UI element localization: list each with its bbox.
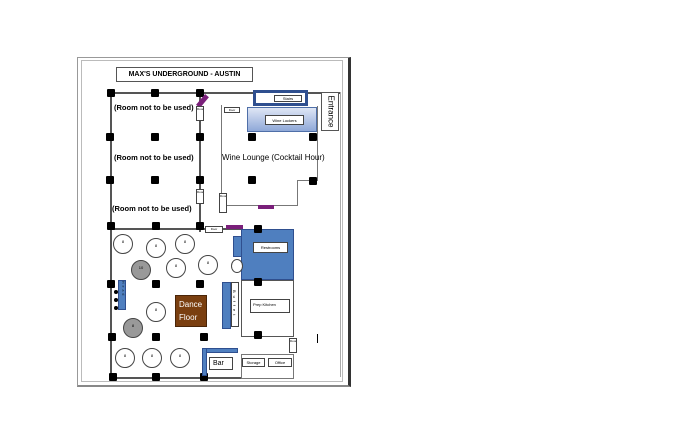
table-8[interactable]: 8: [198, 255, 218, 275]
wall: [340, 92, 341, 377]
room-label-unused: (Room not to be used): [112, 204, 192, 213]
table-8[interactable]: 8: [146, 238, 166, 258]
dance-floor: Dance Floor: [175, 295, 207, 327]
pillar: [196, 280, 204, 288]
floorplan-frame: [81, 60, 343, 382]
bar-counter: [202, 348, 207, 376]
pillar: [254, 278, 262, 286]
table-8[interactable]: 8: [123, 318, 143, 338]
chair: [114, 290, 118, 294]
pillar: [309, 177, 317, 185]
entrance[interactable]: Entrance: [321, 92, 339, 131]
pillar: [196, 176, 204, 184]
table-8[interactable]: 8: [170, 348, 190, 368]
table-8[interactable]: 8: [175, 234, 195, 254]
head-table-label: Head: [121, 281, 125, 298]
wine-lockers-area: Wine Lockers: [247, 107, 317, 132]
table-10[interactable]: 10: [131, 260, 151, 280]
pillar: [309, 133, 317, 141]
pillar: [200, 333, 208, 341]
table-8[interactable]: 8: [142, 348, 162, 368]
pillar: [254, 225, 262, 233]
pillar: [107, 280, 115, 288]
wine-lockers-label: Wine Lockers: [265, 115, 304, 125]
pillar: [151, 133, 159, 141]
stairs-area: Stairs: [253, 90, 308, 106]
buffet-table: [222, 282, 231, 329]
door[interactable]: Door: [196, 106, 204, 121]
floor-label: Floor: [179, 313, 198, 322]
door[interactable]: Door: [289, 338, 297, 353]
pillar: [108, 333, 116, 341]
pillar: [152, 373, 160, 381]
pillar: [248, 133, 256, 141]
entrance-label: Entrance: [326, 95, 336, 128]
buffet-label: Buffet: [231, 282, 239, 327]
blue-panel: [233, 236, 242, 257]
wall: [110, 377, 242, 379]
pillar: [151, 89, 159, 97]
stairs-label: Stairs: [274, 95, 302, 102]
door[interactable]: Door: [219, 193, 227, 213]
chair: [114, 298, 118, 302]
door-marker: [226, 225, 243, 229]
wall: [110, 92, 112, 378]
pillar: [106, 176, 114, 184]
wall: [110, 228, 242, 230]
room-label-unused: (Room not to be used): [114, 103, 194, 112]
prep-kitchen-area: Prep Kitchen: [241, 280, 294, 337]
chair: [114, 306, 118, 310]
plan-title: MAX'S UNDERGROUND - AUSTIN: [116, 67, 253, 82]
door-marker: [258, 205, 274, 209]
lounge-wall: [317, 106, 318, 181]
lounge-wall: [221, 105, 222, 206]
bar-label: Bar: [209, 357, 233, 370]
table-8[interactable]: 8: [166, 258, 186, 278]
table-8[interactable]: 8: [113, 234, 133, 254]
pillar: [151, 176, 159, 184]
pillar: [152, 222, 160, 230]
marker-line: [317, 334, 318, 343]
pillar: [152, 333, 160, 341]
table-8[interactable]: 8: [146, 302, 166, 322]
pillar: [196, 133, 204, 141]
pillar: [200, 373, 208, 381]
head-table: [118, 280, 126, 310]
pillar: [254, 331, 262, 339]
prep-kitchen-label: Prep Kitchen: [250, 299, 290, 313]
room-label-wine-lounge: Wine Lounge (Cocktail Hour): [222, 153, 325, 162]
pillar: [196, 89, 204, 97]
pillar: [109, 373, 117, 381]
storage-label[interactable]: Storage: [242, 358, 265, 367]
office-label[interactable]: Office: [268, 358, 292, 367]
restrooms-label: Restrooms: [253, 242, 288, 253]
table-8[interactable]: 8: [115, 348, 135, 368]
room-label-unused: (Room not to be used): [114, 153, 194, 162]
pillar: [152, 280, 160, 288]
bar-counter: [202, 348, 238, 353]
dance-label: Dance: [179, 300, 203, 309]
pillar: [106, 133, 114, 141]
door[interactable]: Door: [205, 226, 223, 233]
restrooms-area: Restrooms: [241, 229, 294, 280]
lounge-wall: [297, 180, 298, 206]
wall: [110, 92, 341, 94]
table-partial[interactable]: [231, 259, 243, 273]
pillar: [107, 222, 115, 230]
pillar: [248, 176, 256, 184]
pillar: [196, 222, 204, 230]
wall: [199, 92, 201, 232]
door[interactable]: Door: [196, 189, 204, 204]
lounge-wall: [297, 180, 317, 181]
door[interactable]: Door: [224, 107, 240, 113]
pillar: [107, 89, 115, 97]
